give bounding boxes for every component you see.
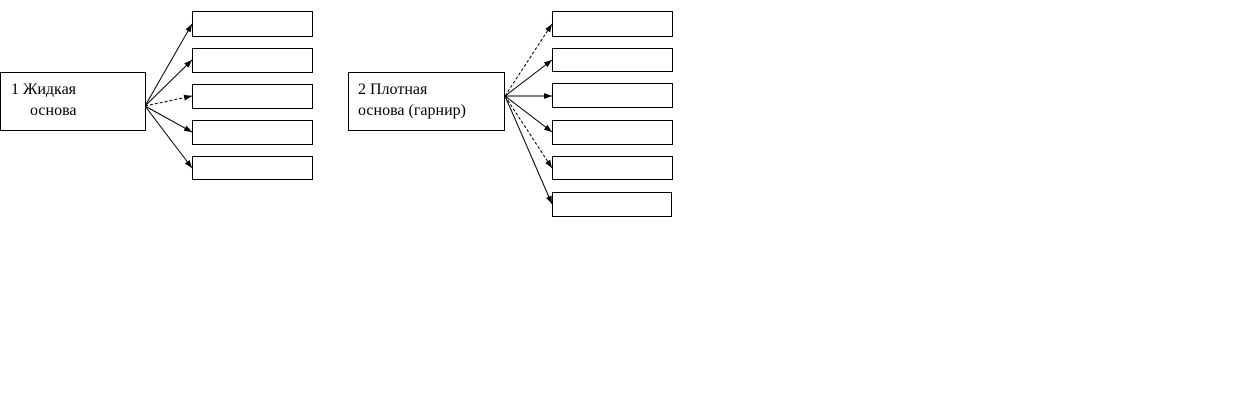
group-2-arrow [504, 95, 553, 133]
group-1-arrow [144, 105, 193, 133]
group-1-arrows [144, 23, 193, 169]
group-2-child-box [552, 11, 673, 37]
group-1-child-box [192, 120, 313, 145]
group-2-label-box: 2 Плотная основа (гарнир) [348, 72, 505, 131]
group-2-arrow [504, 95, 553, 205]
group-1-label-line-2: основа [30, 102, 77, 119]
group-1-arrow [144, 59, 193, 107]
group-1-arrow [144, 23, 193, 107]
group-2-arrows [504, 23, 553, 205]
group-1-child-box [192, 11, 313, 37]
group-1-child-box [192, 48, 313, 73]
group-2-child-box [552, 120, 673, 145]
group-1-child-box [192, 84, 313, 109]
group-1-child-box [192, 156, 313, 180]
group-1-arrow [144, 94, 193, 107]
group-2-arrow [504, 95, 553, 169]
group-2-label-line-1: 2 Плотная [358, 81, 428, 98]
group-1-label-line-1: 1 Жидкая [11, 81, 77, 98]
group-2-arrow [504, 59, 553, 97]
group-1-arrow [144, 105, 193, 169]
group-2-children [552, 11, 673, 217]
group-2-label-line-2: основа (гарнир) [358, 102, 466, 119]
group-2-child-box [552, 83, 673, 108]
group-2-child-box [552, 48, 673, 72]
group-1-label-box: 1 Жидкая основа [0, 72, 146, 131]
group-1-children [192, 11, 313, 180]
group-2-child-box [552, 156, 673, 180]
group-2-child-box [552, 192, 672, 217]
group-2-arrow [504, 23, 553, 97]
